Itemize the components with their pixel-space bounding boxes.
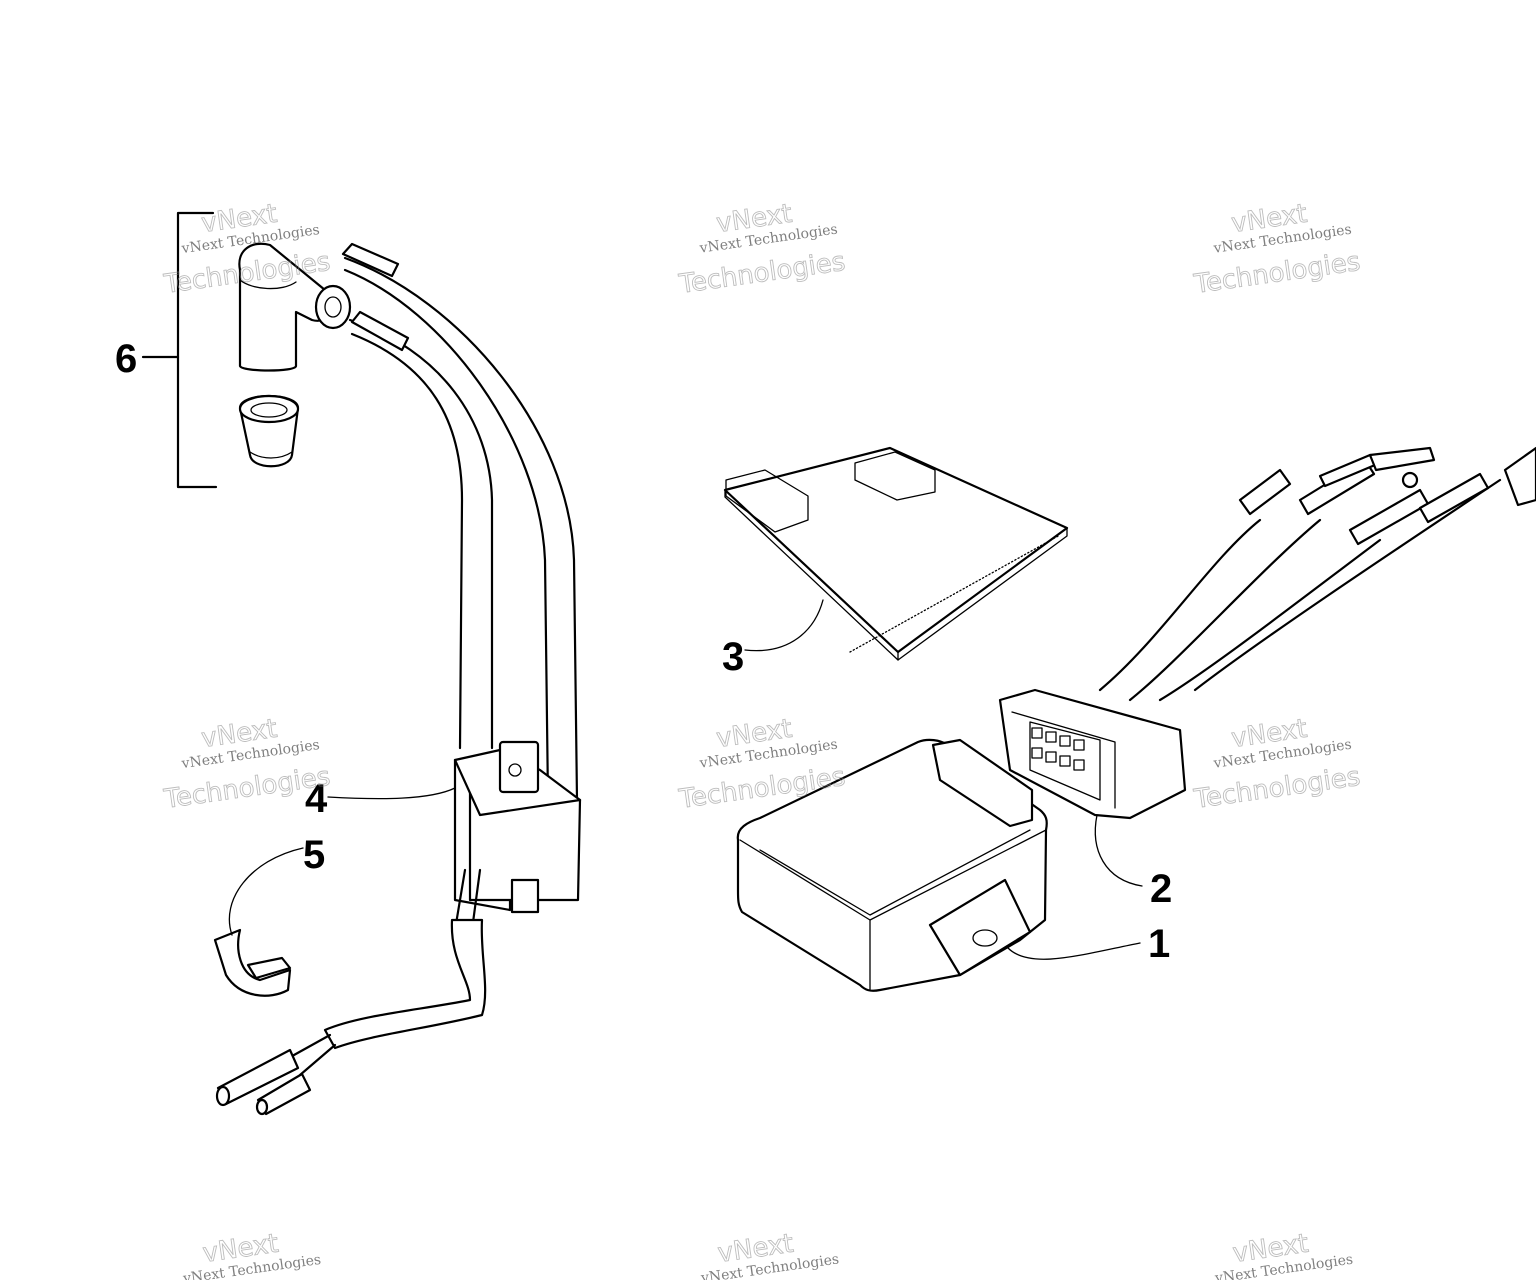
callout-5: 5 (303, 833, 325, 877)
watermark-mid-left: vNext vNext Technologies Technologies (161, 713, 332, 815)
watermark-bottom-right: vNext vNext Technologies (1213, 1228, 1354, 1280)
part-6-spark-plug-cap[interactable] (141, 211, 352, 489)
callout-1: 1 (1148, 922, 1170, 966)
callout-4: 4 (305, 777, 328, 821)
part-4-ignition-coil[interactable] (215, 242, 582, 1116)
watermark-top-center: vNext vNext Technologies Technologies (676, 198, 847, 300)
callout-2: 2 (1150, 867, 1172, 911)
callout-3: 3 (722, 635, 744, 679)
callout-6: 6 (115, 337, 137, 381)
part-2-connector-harness[interactable] (998, 446, 1536, 820)
watermark-bottom-left: vNext vNext Technologies (181, 1228, 322, 1280)
leader-lines (228, 599, 1143, 960)
part-5-clip[interactable] (213, 928, 292, 997)
watermark-top-right: vNext vNext Technologies Technologies (1191, 198, 1362, 300)
watermark-bottom-center: vNext vNext Technologies (699, 1228, 840, 1280)
part-1-control-module[interactable] (736, 738, 1048, 992)
watermark-mid-right: vNext vNext Technologies Technologies (1191, 713, 1362, 815)
part-3-sheet[interactable] (723, 446, 1069, 661)
